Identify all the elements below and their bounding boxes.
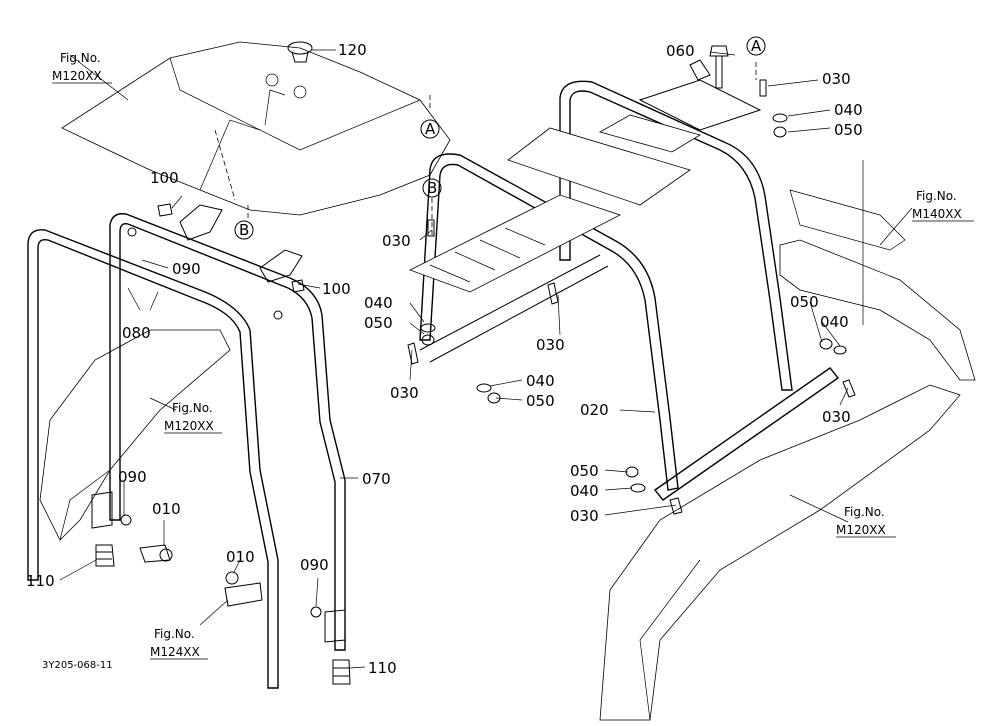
bolt-060 <box>709 45 729 89</box>
rear-fender-panel-top <box>61 41 451 216</box>
reference-marker-b2-letter: B <box>427 179 437 197</box>
lower-mount-hardware-right <box>224 571 351 685</box>
label-030: 030 <box>382 232 411 250</box>
reference-marker-b2: B <box>422 178 442 198</box>
label-040: 040 <box>364 294 393 312</box>
figure-ref-prefix: Fig.No. <box>172 401 213 415</box>
label-030: 030 <box>390 384 419 402</box>
figure-ref-m120xx-right: Fig.No. M120XX <box>836 505 886 537</box>
figure-ref-number: M140XX <box>912 207 962 221</box>
lower-mount-hardware-left <box>91 491 173 567</box>
bolts-100 <box>157 203 305 293</box>
part-number-labels: 120 060 030 040 050 100 100 090 080 030 … <box>26 41 863 677</box>
reference-marker-a1-letter: A <box>425 120 436 138</box>
label-050: 050 <box>570 462 599 480</box>
rear-frame-platform <box>408 59 762 293</box>
figure-ref-number: M120XX <box>836 523 886 537</box>
label-070: 070 <box>362 470 391 488</box>
rear-fender-panel-right <box>599 384 961 721</box>
figure-ref-underlines <box>52 82 974 660</box>
figure-ref-number: M120XX <box>52 69 102 83</box>
label-120: 120 <box>338 41 367 59</box>
pin-030-top <box>759 79 767 97</box>
leader-lines <box>59 49 913 669</box>
figure-ref-m124xx: Fig.No. M124XX <box>150 627 200 659</box>
floor-mount-bracket-right <box>779 189 976 381</box>
label-110: 110 <box>26 572 55 590</box>
figure-ref-prefix: Fig.No. <box>844 505 885 519</box>
label-030: 030 <box>822 408 851 426</box>
rops-rear-frame-left <box>419 153 679 491</box>
drawing-code: 3Y205-068-11 <box>42 660 113 671</box>
figure-ref-m120xx-left: Fig.No. M120XX <box>164 401 214 433</box>
label-110: 110 <box>368 659 397 677</box>
reference-marker-a1: A <box>420 119 440 139</box>
label-100: 100 <box>150 169 179 187</box>
label-040: 040 <box>526 372 555 390</box>
label-100: 100 <box>322 280 351 298</box>
label-050: 050 <box>834 121 863 139</box>
rops-front-frame-inner <box>109 213 346 651</box>
label-090: 090 <box>300 556 329 574</box>
figure-ref-prefix: Fig.No. <box>60 51 101 65</box>
label-030: 030 <box>536 336 565 354</box>
upper-brackets <box>127 204 303 320</box>
label-040: 040 <box>820 313 849 331</box>
label-030: 030 <box>822 70 851 88</box>
label-050: 050 <box>526 392 555 410</box>
reference-marker-a2: A <box>746 36 766 56</box>
reference-marker-b1-letter: B <box>239 221 249 239</box>
label-050: 050 <box>790 293 819 311</box>
label-060: 060 <box>666 42 695 60</box>
reference-marker-a2-letter: A <box>751 37 762 55</box>
figure-ref-prefix: Fig.No. <box>154 627 195 641</box>
reference-marker-b1: B <box>234 220 254 240</box>
label-010: 010 <box>226 548 255 566</box>
figure-ref-m140xx: Fig.No. M140XX <box>912 189 962 221</box>
figure-ref-prefix: Fig.No. <box>916 189 957 203</box>
washers-040-050-top <box>772 113 788 138</box>
label-020: 020 <box>580 401 609 419</box>
figure-ref-m120xx-top: Fig.No. M120XX <box>52 51 102 83</box>
rops-front-frame-outer <box>27 229 279 689</box>
rops-rear-frame-right <box>559 80 793 391</box>
cap-120 <box>287 41 313 63</box>
label-090: 090 <box>172 260 201 278</box>
label-040: 040 <box>570 482 599 500</box>
label-080: 080 <box>122 324 151 342</box>
figure-ref-number: M120XX <box>164 419 214 433</box>
label-050: 050 <box>364 314 393 332</box>
pins-and-washers-mid <box>407 219 856 515</box>
label-010: 010 <box>152 500 181 518</box>
rear-crossbar <box>419 254 840 501</box>
figure-ref-number: M124XX <box>150 645 200 659</box>
label-040: 040 <box>834 101 863 119</box>
label-090: 090 <box>118 468 147 486</box>
rear-fender-panel-left <box>39 329 231 541</box>
label-030: 030 <box>570 507 599 525</box>
